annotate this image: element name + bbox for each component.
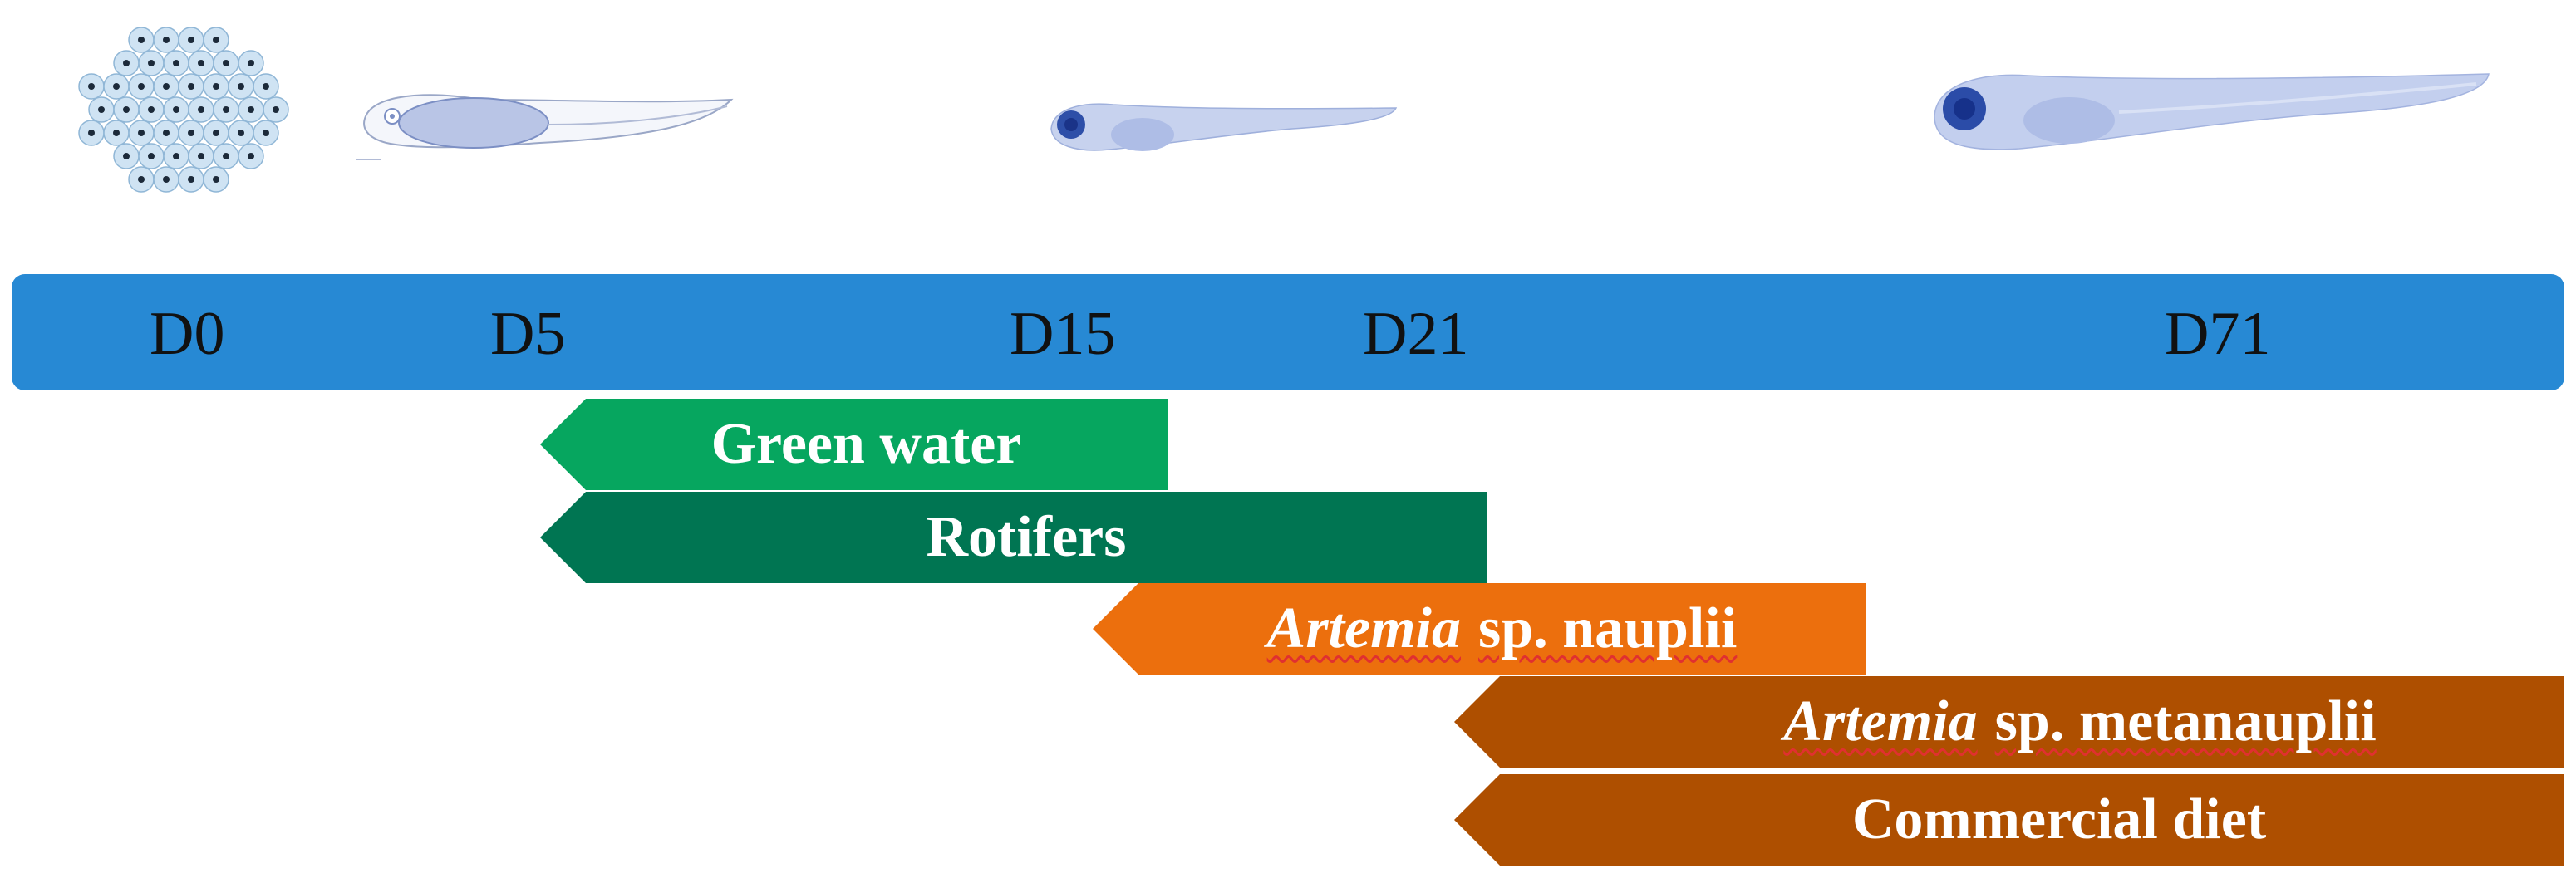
day-label-d0: D0 [150,300,225,368]
feed-label: Green water [540,399,1168,490]
feed-label: Commercial diet [1454,774,2564,866]
day-label-d21: D21 [1363,300,1469,368]
feed-rotifers: Rotifers [540,492,1487,583]
day-label-d5: D5 [490,300,566,368]
feed-label-text: Green water [710,412,1022,476]
feed-arrow-shape [1454,774,2564,866]
feed-label: Rotifers [540,492,1487,583]
feed-label-text: sp. nauplii [1478,596,1738,660]
feed-commercial-diet: Commercial diet [1454,774,2564,866]
feed-arrow-shape [1454,676,2564,768]
early-larva-image [356,94,734,160]
timeline-bar [12,274,2564,390]
feed-arrow-shape [540,492,1487,583]
feed-label-text: Rotifers [926,505,1127,569]
feed-label-text: Commercial diet [1851,787,2267,851]
larva-image [1050,103,1398,151]
feed-label-text: sp. metanauplii [1994,689,2377,753]
juvenile-image [1934,73,2490,150]
day-label-d15: D15 [1010,300,1116,368]
feed-green-water: Green water [540,399,1168,490]
day-label-d71: D71 [2165,300,2271,368]
feed-label-italic: Artemia [1783,689,1978,753]
feed-arrow-shape [540,399,1168,490]
eggs-image [78,27,289,193]
feed-arrow-shape [1093,583,1866,675]
feed-label-italic: Artemia [1266,596,1462,660]
